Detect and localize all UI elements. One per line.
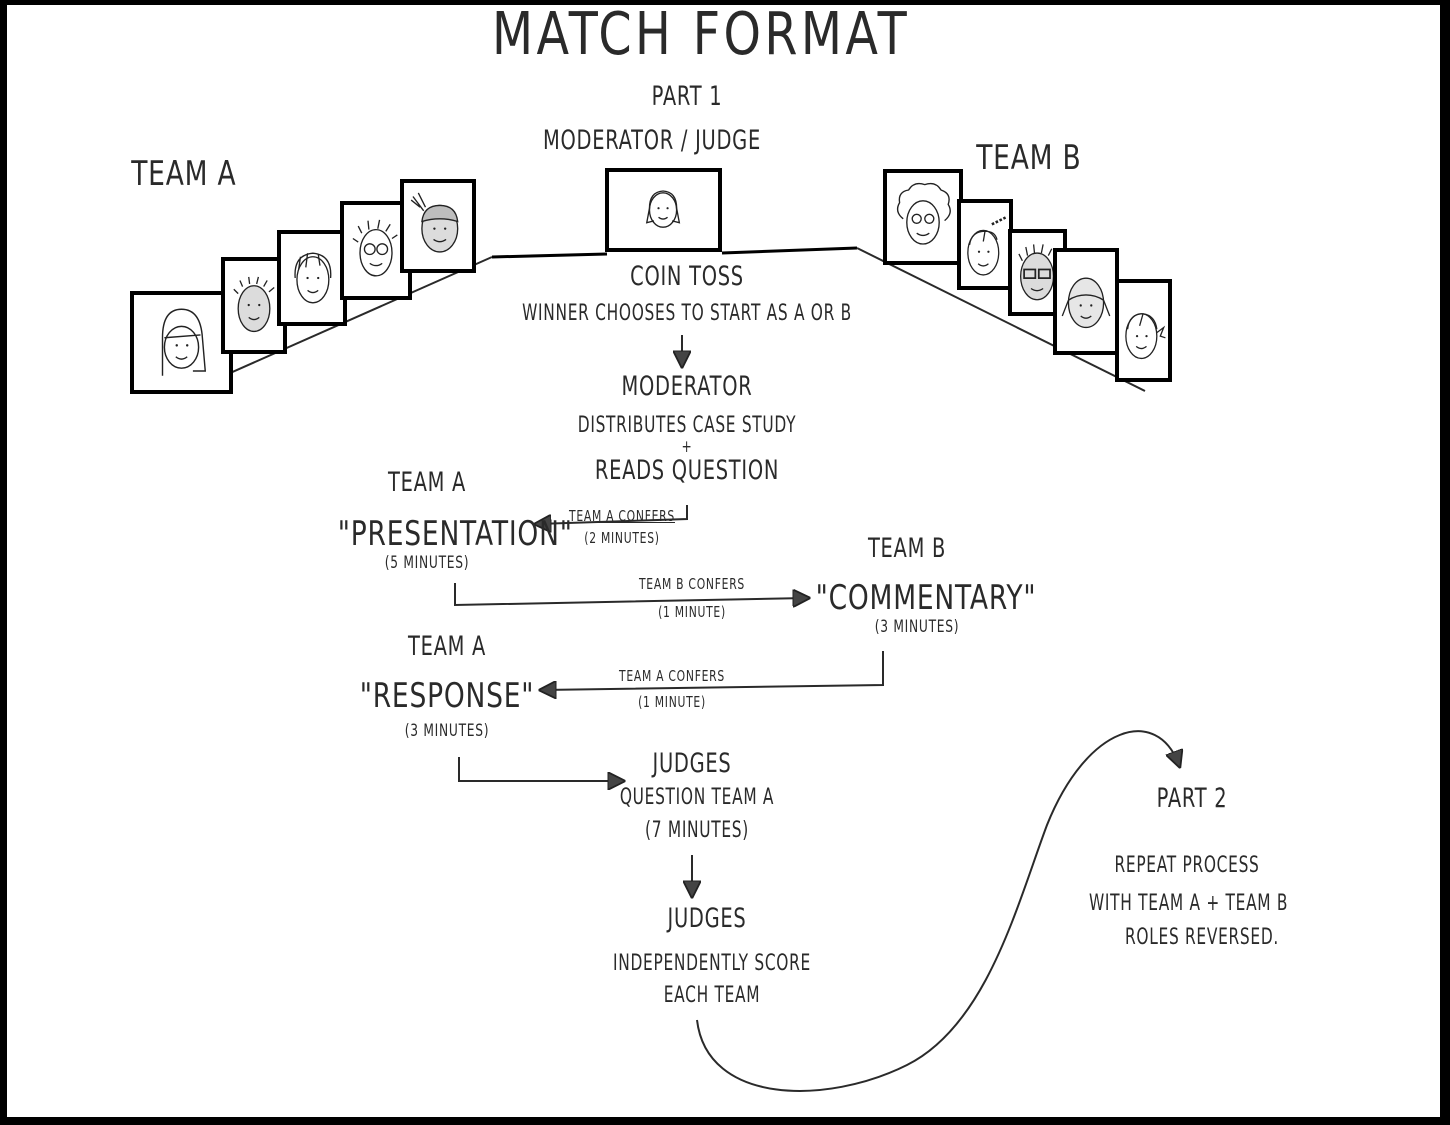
presentation-team: Team A (387, 467, 467, 498)
commentary-duration: (3 minutes) (874, 617, 960, 637)
arrow-moderator-to-presentation (537, 505, 688, 524)
arrow-commentary-to-response (542, 651, 884, 690)
moderator-face-icon (645, 190, 681, 228)
team-a-member-2 (221, 257, 287, 354)
ponytail-face-icon (410, 192, 459, 253)
part1-label: Part 1 (651, 81, 723, 112)
curly-glasses-face-icon (896, 182, 951, 245)
shaggy-hair-face-icon (294, 252, 332, 304)
stage-line-left (491, 252, 608, 259)
coin-toss-detail: Winner chooses to start as A or B (522, 301, 852, 326)
side-ponytail-face-icon (1125, 313, 1166, 360)
part2-line3: roles reversed. (1125, 925, 1279, 950)
team-a-member-1 (130, 291, 233, 394)
moderator-plus: + (681, 437, 693, 457)
arrow-presentation-to-commentary (454, 583, 807, 605)
confer-a1-duration: (2 minutes) (584, 529, 660, 547)
part2-label: Part 2 (1156, 783, 1228, 814)
part2-line2: with Team A + Team B (1089, 891, 1289, 916)
judges-question-duration: (7 minutes) (645, 818, 749, 843)
confer-a2-duration: (1 minute) (638, 693, 706, 711)
moderator-judge-label: Moderator / Judge (543, 125, 761, 156)
judges-score-line1: Independently score (613, 951, 811, 976)
confer-a1-label: Team A confers (569, 507, 675, 525)
long-hair-face-icon (161, 308, 207, 376)
response-duration: (3 minutes) (404, 721, 490, 741)
arrow-score-to-part2 (696, 730, 1179, 1092)
confer-b-duration: (1 minute) (658, 603, 726, 621)
presentation-name: "Presentation" (337, 514, 573, 554)
diagram-title: Match Format (492, 5, 911, 69)
commentary-name: "Commentary" (815, 578, 1037, 618)
judges-score-heading: Judges (667, 903, 747, 934)
glasses-spiky-face-icon (352, 219, 398, 277)
diagram-canvas: Match Format Part 1 Moderator / Judge Te… (7, 5, 1440, 1117)
team-b-member-2 (957, 199, 1013, 290)
commentary-team: Team B (867, 533, 947, 564)
team-b-member-1 (883, 169, 963, 265)
judges-score-line2: each team (663, 983, 761, 1008)
moderator-reads: Reads question (594, 455, 780, 486)
bun-hair-face-icon (967, 216, 1007, 276)
response-name: "Response" (359, 676, 535, 716)
team-b-ramp-line (856, 247, 1146, 392)
team-a-member-5 (400, 179, 476, 273)
confer-b-label: Team B confers (638, 575, 745, 593)
spiky-hair-face-icon (233, 276, 275, 333)
moderator-heading: Moderator (621, 371, 753, 402)
team-a-label: Team A (131, 154, 237, 194)
team-b-member-4 (1053, 248, 1119, 355)
moderator-avatar (605, 168, 722, 252)
arrow-response-to-judges (458, 757, 622, 781)
judges-question-heading: Judges (652, 748, 732, 779)
coin-toss-heading: Coin Toss (630, 261, 744, 292)
presentation-duration: (5 minutes) (384, 553, 470, 573)
part2-line1: Repeat process (1114, 853, 1260, 878)
pigtail-face-icon (1061, 277, 1111, 329)
confer-a2-label: Team A confers (619, 667, 725, 685)
team-b-label: Team B (976, 138, 1082, 178)
response-team: Team A (407, 631, 487, 662)
stage-line-mid (721, 246, 858, 255)
team-a-member-3 (277, 230, 347, 326)
connectors-layer (184, 246, 1440, 1092)
team-b-member-5 (1115, 279, 1172, 382)
judges-question-detail: Question Team A (619, 785, 775, 810)
moderator-distributes: Distributes case study (577, 413, 797, 438)
